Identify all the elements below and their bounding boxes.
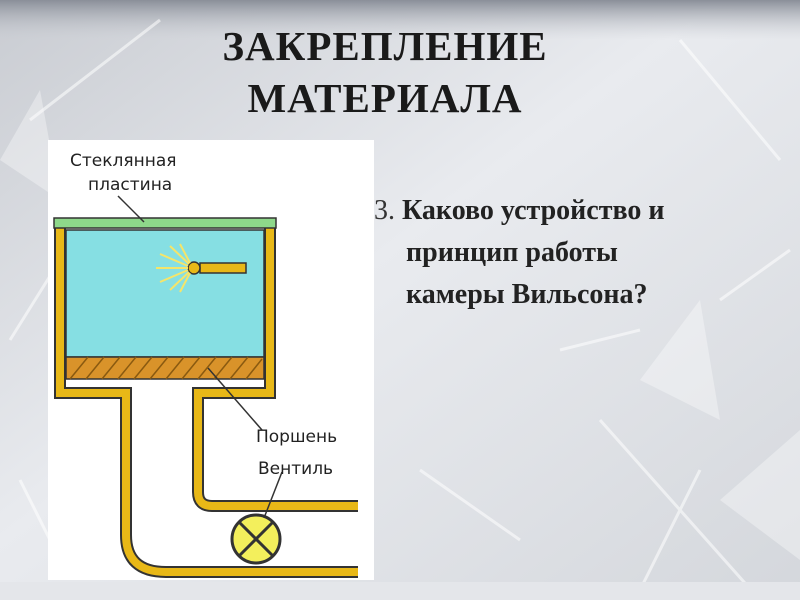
piston [65, 356, 265, 380]
question-number: 3. [374, 195, 395, 226]
title-line-1: ЗАКРЕПЛЕНИЕ [222, 23, 548, 69]
chamber-volume [65, 229, 265, 358]
slide-title: ЗАКРЕПЛЕНИЕ МАТЕРИАЛА [150, 20, 620, 124]
wilson-chamber-diagram: Стеклянная пластина Поршень Вентиль [48, 140, 374, 580]
label-glass-plate-line1: Стеклянная [70, 151, 176, 171]
radioactive-source [156, 243, 247, 293]
question-text: 3. Каково устройство и принцип работы ка… [374, 190, 784, 316]
valve-icon [230, 513, 282, 565]
title-line-2: МАТЕРИАЛА [247, 75, 523, 121]
question-line-2: принцип работы [406, 237, 618, 268]
label-glass-plate-line2: пластина [88, 175, 172, 195]
question-line-1: Каково устройство и [402, 195, 665, 226]
label-pointers [117, 195, 283, 519]
question-line-3: камеры Вильсона? [406, 279, 648, 310]
label-piston: Поршень [256, 427, 337, 447]
glass-plate [53, 217, 277, 229]
chamber-frame [54, 224, 358, 578]
label-valve: Вентиль [258, 459, 333, 479]
